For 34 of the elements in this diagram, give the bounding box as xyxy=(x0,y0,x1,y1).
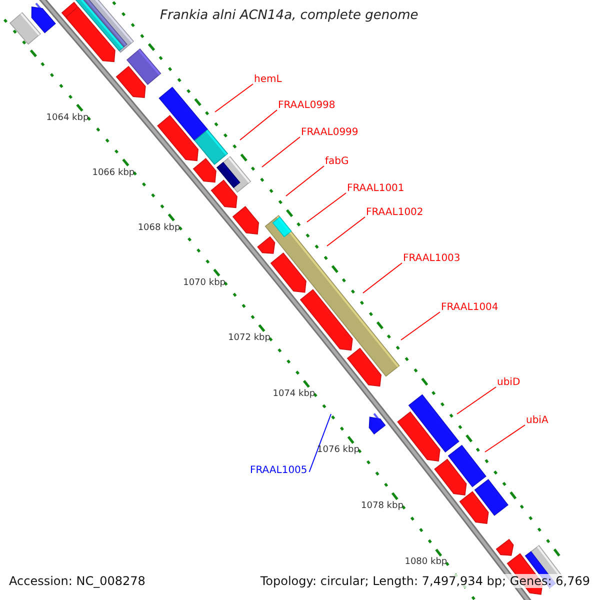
leader-line xyxy=(240,110,278,140)
gene-label: fabG xyxy=(325,156,349,168)
scale-label: 1078 kbp xyxy=(361,500,404,511)
leader-line xyxy=(308,414,332,472)
gene-label: FRAAL1002 xyxy=(366,207,424,219)
leader-line xyxy=(484,424,526,452)
scale-label: 1064 kbp xyxy=(46,113,89,124)
gene-label: ubiD xyxy=(497,377,520,389)
leader-line xyxy=(362,262,402,294)
map-title: Frankia alni ACN14a, complete genome xyxy=(160,8,418,23)
leader-line xyxy=(306,192,346,222)
footer-text: Accession: NC_008278 xyxy=(9,574,146,588)
gene-label: ubiA xyxy=(526,415,548,427)
leader-line xyxy=(262,136,300,168)
scale-label: 1068 kbp xyxy=(138,222,180,233)
scale-label: 1066 kbp xyxy=(92,168,135,178)
leader-line xyxy=(456,386,496,414)
leader-line xyxy=(400,312,440,340)
scale-label: 1076 kbp xyxy=(317,444,360,455)
scale-label: 1074 kbp xyxy=(272,388,316,399)
leader-line xyxy=(214,84,254,112)
scale-label: 1070 kbp xyxy=(183,278,226,288)
gene-label: FRAAL1004 xyxy=(441,302,498,314)
gene-label: FRAAL1003 xyxy=(403,253,460,265)
gene-label: hemL xyxy=(254,74,282,86)
gene-label: FRAAL0998 xyxy=(278,100,336,112)
scale-label: 1080 kbp xyxy=(404,557,448,568)
gene-label: FRAAL0999 xyxy=(301,127,358,139)
scale-label: 1072 kbp xyxy=(228,333,270,344)
leader-line xyxy=(326,216,366,246)
gene-label: FRAAL1005 xyxy=(250,465,308,477)
gene-label: FRAAL1001 xyxy=(347,183,404,195)
leader-line xyxy=(286,166,324,196)
footer-text: Topology: circular; Length: 7,497,934 bp; Genes: 6,769 xyxy=(260,574,590,588)
